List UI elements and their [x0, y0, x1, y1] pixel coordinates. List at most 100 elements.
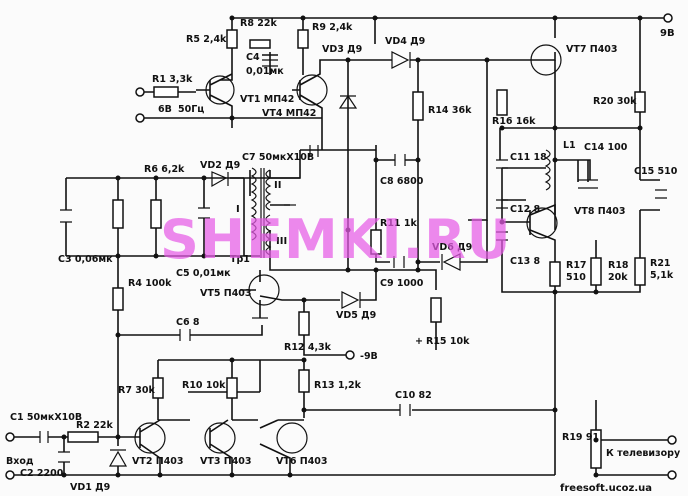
- label-r15-plus: +: [415, 336, 423, 347]
- tr1-winding-i: [250, 167, 257, 241]
- r8-resistor: [249, 39, 271, 49]
- label-c2: C2 2200: [20, 468, 64, 479]
- terminal-tv-b[interactable]: [667, 470, 677, 480]
- r19-resistor: [590, 429, 602, 469]
- c14-capacitor: [578, 179, 598, 189]
- c10-capacitor: [399, 404, 411, 416]
- c5-capacitor: [198, 207, 210, 219]
- vt6-transistor: [276, 422, 308, 454]
- label-c13: C13 8: [510, 256, 540, 267]
- label-r11: R11 1k: [380, 218, 417, 229]
- terminal-6v-a[interactable]: [135, 87, 145, 97]
- label-input: Вход: [6, 456, 34, 467]
- label-r2: R2 22k: [76, 420, 113, 431]
- r18-resistor: [590, 257, 602, 286]
- r14-resistor: [412, 91, 424, 121]
- label-r5: R5 2,4k: [186, 34, 227, 45]
- r10-resistor: [226, 377, 238, 399]
- label-r1: R1 3,3k: [152, 74, 193, 85]
- label-r10: R10 10k: [182, 380, 226, 391]
- vt1-transistor: [205, 75, 235, 105]
- r7-resistor: [152, 377, 164, 399]
- c2-capacitor: [58, 451, 70, 463]
- r20-resistor: [634, 91, 646, 113]
- label-c15: C15 510: [634, 166, 678, 177]
- label-r7: R7 30k: [118, 385, 155, 396]
- label-vd4: VD4 Д9: [385, 36, 425, 47]
- c9-capacitor: [393, 256, 405, 268]
- label-c14: C14 100: [584, 142, 628, 153]
- label-r6: R6 6,2k: [144, 164, 185, 175]
- label-vt2: VT2 П403: [132, 456, 184, 467]
- r6-left-resistor: [112, 199, 124, 229]
- terminal-9v[interactable]: [663, 13, 673, 23]
- terminal-minus-9v[interactable]: [345, 350, 355, 360]
- tr1-winding-ii: [265, 169, 272, 211]
- label-r4: R4 100k: [128, 278, 172, 289]
- label-r17-value: 510: [566, 272, 586, 283]
- label-minus-9v: -9В: [360, 351, 378, 362]
- terminal-6v-b[interactable]: [135, 113, 145, 123]
- vt8-transistor: [526, 207, 558, 239]
- label-vt5: VT5 П403: [200, 288, 252, 299]
- label-vt6: VT6 П403: [276, 456, 328, 467]
- label-vt4: VT4 МП42: [262, 108, 316, 119]
- label-r9: R9 2,4k: [312, 22, 353, 33]
- label-r8: R8 22k: [240, 18, 277, 29]
- label-vd3: VD3 Д9: [322, 44, 362, 55]
- label-r18-value: 20k: [608, 272, 628, 283]
- label-r17: R17: [566, 260, 587, 271]
- r1-resistor: [153, 86, 179, 98]
- c7-capacitor: [309, 145, 319, 157]
- c8-capacitor: [394, 154, 406, 166]
- label-r12: R12 4,3k: [284, 342, 332, 353]
- label-9v: 9В: [660, 28, 675, 39]
- label-c3: C3 0,06мк: [58, 254, 113, 265]
- c3-capacitor: [60, 209, 72, 223]
- r2-resistor: [67, 431, 99, 443]
- r12-resistor: [298, 311, 310, 336]
- label-winding-i: I: [236, 204, 240, 215]
- label-6v: 6В: [158, 104, 172, 115]
- label-50hz: 50Гц: [178, 104, 204, 115]
- label-vt8: VT8 П403: [574, 206, 626, 217]
- tr1-winding-iii: [265, 214, 272, 256]
- label-winding-iii: III: [276, 236, 287, 247]
- terminal-input-b[interactable]: [5, 470, 15, 480]
- label-c4-value: 0,01мк: [246, 66, 284, 77]
- r6-resistor: [150, 199, 162, 229]
- vd1-diode: [108, 449, 128, 467]
- label-vd5: VD5 Д9: [336, 310, 376, 321]
- label-r14: R14 36k: [428, 105, 472, 116]
- label-r18: R18: [608, 260, 629, 271]
- vt3-transistor: [204, 422, 236, 454]
- terminal-tv-a[interactable]: [667, 435, 677, 445]
- label-tr1: Тр1: [230, 254, 250, 265]
- c6-capacitor: [179, 329, 191, 341]
- label-r16: R16 16k: [492, 116, 536, 127]
- r5-resistor: [226, 29, 238, 49]
- vd6-diode: [441, 253, 461, 271]
- c15-capacitor: [655, 189, 667, 199]
- vt2-transistor: [134, 422, 166, 454]
- vt7-transistor: [530, 44, 562, 76]
- site-url: freesoft.ucoz.ua: [560, 483, 652, 494]
- r4-resistor: [112, 287, 124, 311]
- label-vd2: VD2 Д9: [200, 160, 240, 171]
- label-c4: C4: [246, 52, 260, 63]
- label-c9: C9 1000: [380, 278, 424, 289]
- label-c7: C7 50мкХ10В: [242, 152, 314, 163]
- components: [39, 29, 667, 469]
- r17-resistor: [549, 261, 561, 287]
- r9-resistor: [297, 29, 309, 49]
- junction-dots: [61, 15, 643, 478]
- label-r19: R19 91: [562, 432, 599, 443]
- label-c1: C1 50мкХ10В: [10, 412, 82, 423]
- terminal-input-a[interactable]: [5, 432, 15, 442]
- r11-resistor: [370, 229, 382, 255]
- label-vt7: VT7 П403: [566, 44, 618, 55]
- label-c6: C6 8: [176, 317, 200, 328]
- vd3-diode: [338, 94, 358, 109]
- r15-resistor: [430, 297, 442, 323]
